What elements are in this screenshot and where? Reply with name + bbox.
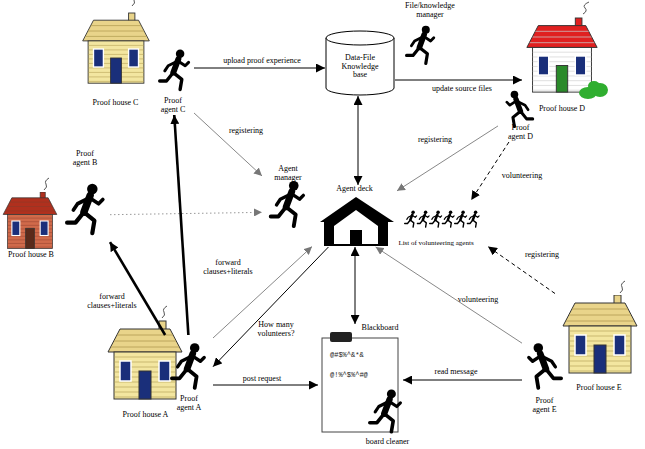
node-label: Proof house D <box>522 105 602 114</box>
cleaner-node: board cleaner <box>360 390 415 447</box>
agent-e-figure <box>529 343 561 388</box>
house-d <box>527 18 597 92</box>
agent-node: Proof agent D <box>498 90 543 142</box>
smoke-puff <box>583 2 589 14</box>
agent-d-figure <box>507 91 533 127</box>
connector <box>110 212 262 214</box>
cleaner-figure <box>370 389 401 431</box>
node-label: Proof agent E <box>530 397 560 415</box>
edge-label: forward clauses+literals <box>77 293 147 311</box>
node-label: Agent deck <box>325 185 385 194</box>
edge-label: upload proof experience <box>202 57 322 66</box>
node-label: List of volunteering agents <box>384 240 488 248</box>
agent-node: Proof agent C <box>152 45 194 115</box>
node-label: Proof house E <box>555 384 643 393</box>
house-a <box>108 321 182 399</box>
database-cylinder: Data-File Knowledge base <box>325 30 395 96</box>
manager-node: File/knowledge manager <box>395 2 465 70</box>
house-node: Proof house E <box>555 293 643 393</box>
cylinder-top <box>326 31 394 45</box>
bush <box>579 81 608 99</box>
node-label: board cleaner <box>360 438 415 447</box>
house-c <box>83 13 150 83</box>
edge-label: registering <box>512 251 572 260</box>
connector <box>174 115 188 335</box>
connector <box>213 385 318 386</box>
node-label: Agent manager <box>271 165 305 183</box>
smoke-puff <box>162 306 167 318</box>
smoke-puff <box>132 0 137 6</box>
edge-label: read message <box>421 368 491 377</box>
house-e <box>563 295 637 373</box>
deck-node: Agent deck <box>312 185 397 247</box>
deck-inside <box>334 210 378 244</box>
bush-leaf <box>588 81 600 91</box>
board-scribble: @#$%^&*& <box>330 352 364 359</box>
house-node: Proof house D <box>522 12 602 114</box>
house-node: Proof house B <box>0 192 62 260</box>
deck-door <box>350 230 362 244</box>
house-node: Proof house A <box>103 318 188 420</box>
node-label: Proof house C <box>78 99 153 108</box>
connector <box>403 380 522 381</box>
node-label: Proof agent D <box>506 124 536 142</box>
agent-node: Proof agent E <box>522 340 567 415</box>
agent-c-figure <box>160 50 189 90</box>
agent-b-figure <box>67 184 103 233</box>
manager-figure <box>407 26 434 64</box>
node-label: Proof agent B <box>70 150 100 168</box>
volunteer-figure <box>430 211 442 227</box>
node-label: Proof house A <box>103 411 188 420</box>
deck-roof <box>320 197 394 246</box>
deck-icon <box>320 197 394 246</box>
node-label: Proof house B <box>0 251 62 260</box>
volunteer-figure <box>417 211 429 227</box>
edge-label: forward clauses+literals <box>193 259 263 277</box>
connector <box>194 68 325 69</box>
volunteer-figure <box>455 211 467 227</box>
board-clip <box>330 332 352 342</box>
volunteer-figure <box>467 211 479 227</box>
agent-node: Proof agent B <box>60 150 110 245</box>
edge-label: volunteering <box>448 296 508 305</box>
volunteer-figure <box>405 211 417 227</box>
blackboard-node: Blackboard <box>318 324 403 434</box>
smoke <box>44 0 625 318</box>
list-node: List of volunteering agents <box>384 200 488 248</box>
manager-node: Agent manager <box>262 165 314 229</box>
volunteer-figure <box>442 211 454 227</box>
board-scribble: @!%^$%^#@ <box>330 372 368 379</box>
node-label: File/knowledge manager <box>401 2 459 20</box>
node-label: Proof agent C <box>157 97 189 115</box>
agent-a-figure <box>172 343 204 388</box>
agent-node: Proof agent A <box>165 335 213 413</box>
node-label: Blackboard <box>357 324 403 333</box>
edge-label: volunteering <box>492 172 552 181</box>
connector <box>110 242 165 335</box>
edge-label: registering <box>216 127 276 136</box>
connector <box>397 126 498 191</box>
edge-label: registering <box>405 136 465 145</box>
cylinder-body <box>326 38 394 95</box>
house-b <box>3 192 57 249</box>
edge-label: How many volunteers? <box>249 321 303 339</box>
connector <box>194 113 262 176</box>
smoke-puff <box>44 178 49 190</box>
connector <box>355 247 356 324</box>
node-label: Proof agent A <box>174 395 204 413</box>
edge-label: post request <box>227 375 297 384</box>
connector <box>358 96 359 185</box>
node-label: Data-File Knowledge base <box>337 54 383 80</box>
smoke-puff <box>620 281 625 293</box>
volunteer-row <box>405 211 479 227</box>
agent-manager-figure <box>271 181 304 226</box>
connector <box>395 80 522 81</box>
edge-label: update source files <box>417 85 507 94</box>
house-node: Proof house C <box>78 8 153 108</box>
